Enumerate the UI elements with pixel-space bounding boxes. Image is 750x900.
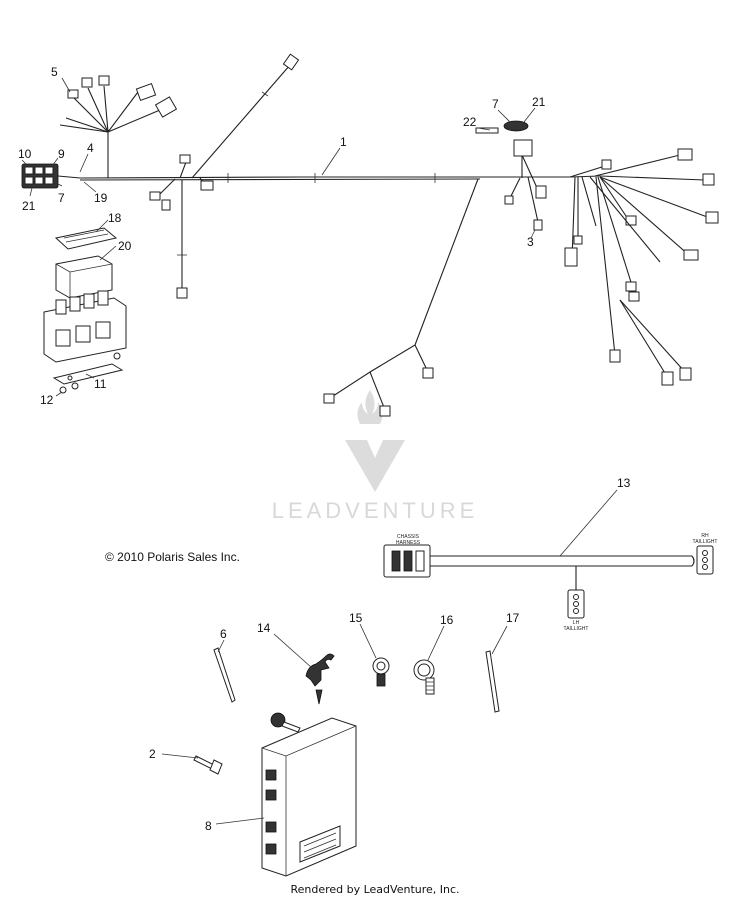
connector-icon (533, 219, 543, 231)
p-clamp-15 (372, 657, 390, 687)
copyright-text: © 2010 Polaris Sales Inc. (105, 550, 240, 564)
callout-2: 2 (149, 747, 156, 761)
connector-icon (702, 173, 715, 186)
push-rivet-2 (193, 755, 223, 775)
connector-icon (67, 89, 79, 99)
connector-icon (609, 349, 621, 363)
callout-11: 11 (94, 377, 107, 391)
connector-icon (81, 77, 93, 88)
screw-icon (59, 386, 67, 394)
connector-icon (135, 82, 157, 102)
callout-15: 15 (349, 611, 363, 625)
connector-icon (200, 180, 214, 191)
connector-icon (625, 281, 637, 292)
connector-icon (422, 367, 434, 379)
callout-7: 7 (492, 97, 499, 111)
watermark-text: LEADVENTURE (272, 498, 479, 523)
callout-9: 9 (58, 147, 65, 161)
callout-16: 16 (440, 613, 454, 627)
connector-icon (625, 215, 637, 226)
callout-22: 22 (463, 115, 477, 129)
taillight-harness: CHASSIS HARNESS RH TAILLIGHT LH TAILLIGH… (383, 533, 718, 632)
connector-icon (513, 139, 533, 157)
leadventure-watermark: LEADVENTURE (272, 390, 479, 523)
fuse-strip-icon (475, 127, 499, 134)
connector-icon (323, 393, 335, 404)
mounting-bracket-icon (52, 363, 124, 385)
relay-cover-icon (503, 120, 529, 132)
connector-icon (154, 96, 178, 118)
connector-icon (149, 191, 161, 201)
p-clamp-16 (413, 659, 435, 695)
callout-12: 12 (40, 393, 54, 407)
screw-icon (113, 352, 121, 360)
connector-icon (535, 185, 547, 199)
connector-icon (573, 235, 583, 245)
clip-14 (305, 653, 335, 705)
callout-1: 1 (340, 135, 347, 149)
connector-icon (677, 148, 693, 161)
connector-icon (661, 371, 674, 386)
callout-4: 4 (87, 141, 94, 155)
connector-icon (601, 159, 612, 170)
callout-14: 14 (257, 621, 271, 635)
main-wire-harness (59, 53, 719, 417)
connector-icon (176, 287, 188, 299)
connector-icon (679, 367, 692, 381)
rh-taillight-label: TAILLIGHT (693, 539, 718, 545)
push-rivet-top (270, 712, 301, 733)
lh-taillight-label: TAILLIGHT (564, 626, 589, 632)
callout-20: 20 (118, 239, 132, 253)
callout-7: 7 (58, 191, 65, 205)
connector-icon (504, 195, 514, 205)
connector-icon (179, 154, 191, 164)
lh-taillight-label: LH (573, 620, 580, 626)
chassis-harness-label: CHASSIS (397, 534, 420, 540)
callout-3: 3 (527, 235, 534, 249)
callout-21: 21 (22, 199, 36, 213)
connector-icon (628, 291, 640, 302)
callout-8: 8 (205, 819, 212, 833)
callout-6: 6 (220, 627, 227, 641)
callout-18: 18 (108, 211, 122, 225)
footer-text: Rendered by LeadVenture, Inc. (290, 883, 459, 896)
leader-lines (21, 77, 618, 825)
callout-5: 5 (51, 65, 58, 79)
cable-tie-6 (213, 647, 236, 703)
chassis-harness-label: HARNESS (396, 540, 421, 546)
rh-taillight-label: RH (701, 533, 709, 539)
callout-10: 10 (18, 147, 32, 161)
callout-17: 17 (506, 611, 520, 625)
cable-tie-17 (485, 650, 500, 713)
fuse-box-assembly (21, 163, 127, 394)
callout-labels: 1 2 3 4 5 6 7 7 8 9 10 11 12 13 14 15 16… (18, 65, 631, 833)
callout-21: 21 (532, 95, 546, 109)
callout-19: 19 (94, 191, 108, 205)
electronic-module-8 (261, 717, 357, 877)
connector-icon (161, 199, 171, 211)
connector-icon (98, 75, 110, 86)
connector-icon (282, 53, 300, 71)
connector-icon (683, 249, 699, 261)
bracket-icon (564, 247, 578, 267)
connector-icon (705, 211, 719, 224)
callout-13: 13 (617, 476, 631, 490)
connector-icon (379, 405, 391, 417)
screw-icon (71, 382, 79, 390)
